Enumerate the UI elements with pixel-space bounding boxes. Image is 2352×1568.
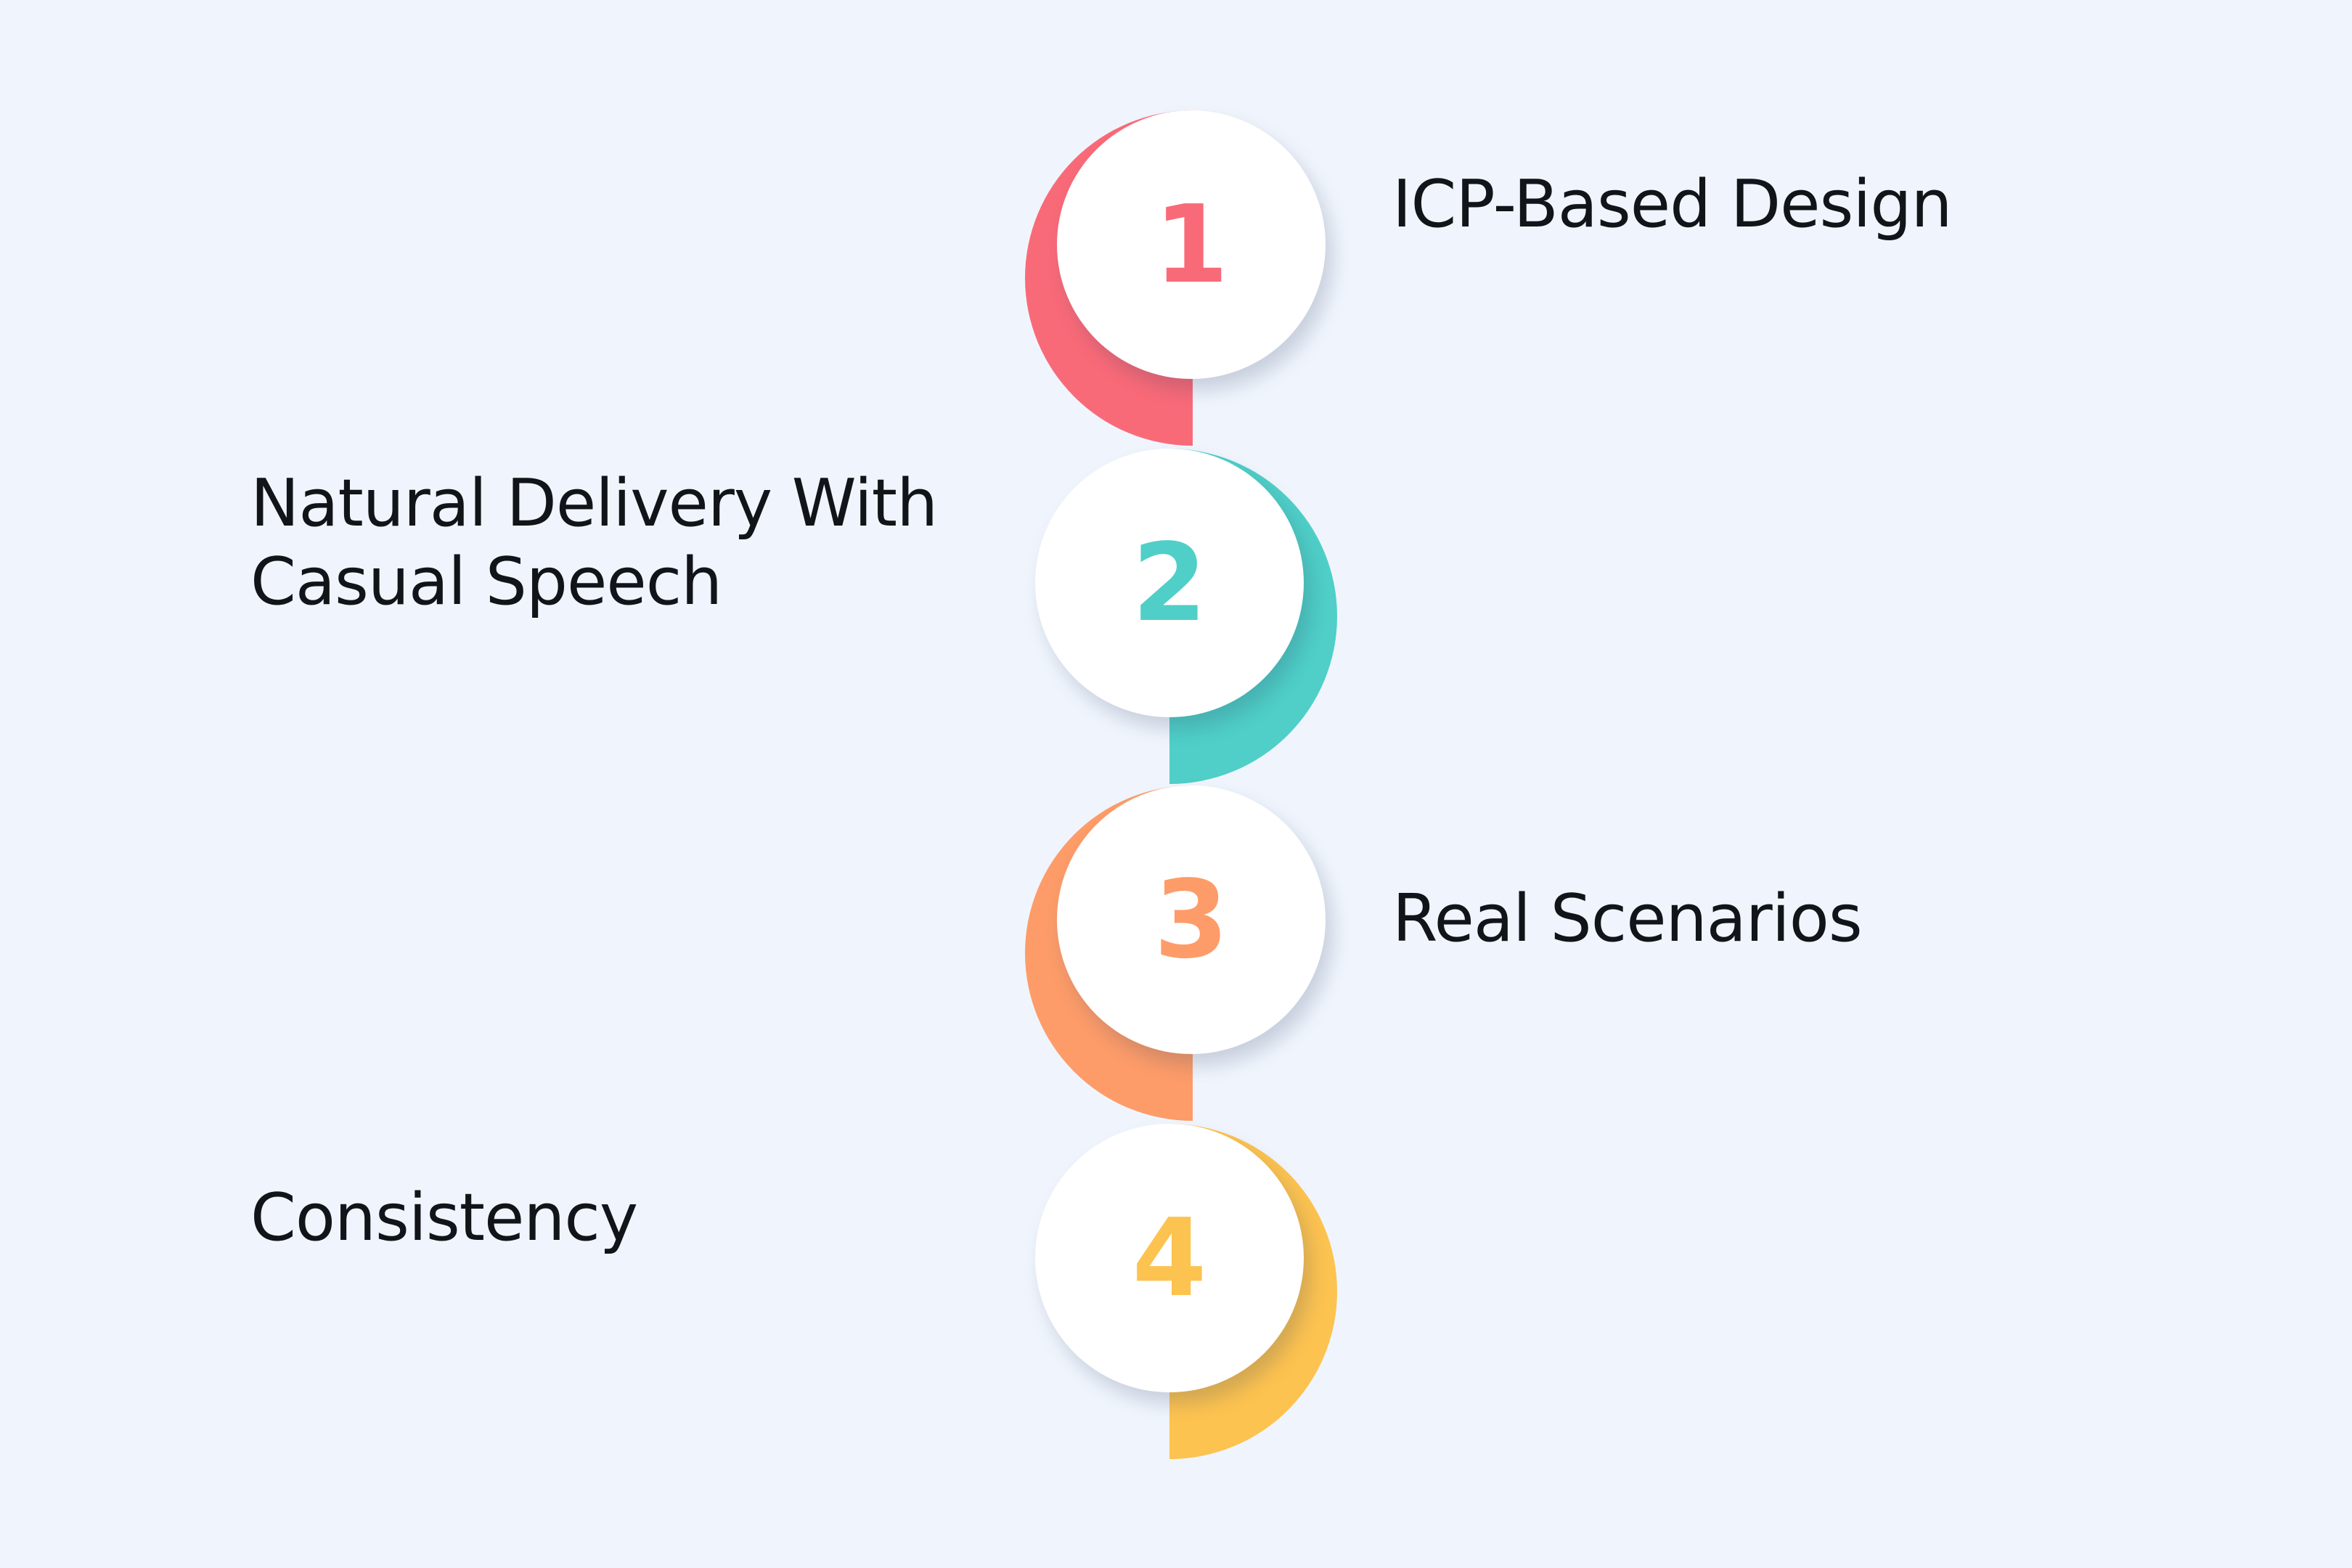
step-1-circle: 1	[1057, 110, 1326, 379]
step-4-label: Consistency	[250, 1180, 638, 1256]
step-3-label: Real Scenarios	[1392, 881, 1863, 957]
step-2-number: 2	[1132, 520, 1207, 645]
step-3-number: 3	[1153, 857, 1229, 982]
step-1-label: ICP-Based Design	[1392, 166, 1953, 242]
step-2-circle: 2	[1035, 449, 1304, 717]
step-3-circle: 3	[1057, 785, 1326, 1054]
step-4-number: 4	[1132, 1196, 1207, 1320]
step-4-circle: 4	[1035, 1124, 1304, 1392]
step-1-number: 1	[1153, 182, 1229, 307]
step-2-label: Natural Delivery With Casual Speech	[250, 465, 938, 620]
